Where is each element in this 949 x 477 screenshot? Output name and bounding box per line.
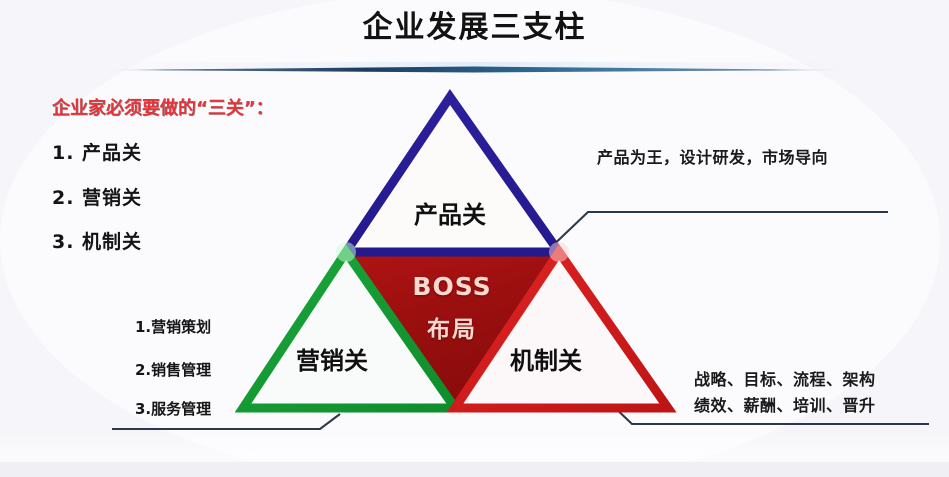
left-panel-item-product: 1. 产品关 xyxy=(52,142,143,164)
triangle-label-product: 产品关 xyxy=(414,201,486,229)
mechanism-note-line-2: 绩效、薪酬、培训、晋升 xyxy=(694,396,876,415)
corner-glow xyxy=(336,242,569,262)
product-note: 产品为王，设计研发，市场导向 xyxy=(597,148,829,167)
triangle-label-mechanism: 机制关 xyxy=(510,347,582,375)
left-panel-heading: 企业家必须要做的“三关”： xyxy=(52,98,274,119)
triangle-center-boss xyxy=(346,252,559,408)
left-panel-item-marketing: 2. 营销关 xyxy=(52,187,143,209)
marketing-note-item-2: 2.销售管理 xyxy=(135,361,212,379)
page-title: 企业发展三支柱 xyxy=(362,10,587,45)
triangle-label-boss: BOSS xyxy=(412,272,492,301)
left-panel-item-mechanism: 3. 机制关 xyxy=(52,231,143,253)
connector-marketing-list xyxy=(112,413,341,431)
triangle-top-product xyxy=(337,89,568,257)
triangle-left-marketing xyxy=(234,243,464,413)
triangle-label-boss-sub: 布局 xyxy=(427,317,477,343)
connector-product-note xyxy=(545,210,888,253)
triangle-right-mechanism xyxy=(446,244,677,413)
triangle-label-marketing: 营销关 xyxy=(296,347,368,375)
mechanism-note-line-1: 战略、目标、流程、架构 xyxy=(694,370,876,389)
marketing-note-item-3: 3.服务管理 xyxy=(135,400,212,418)
marketing-note-item-1: 1.营销策划 xyxy=(135,318,212,336)
